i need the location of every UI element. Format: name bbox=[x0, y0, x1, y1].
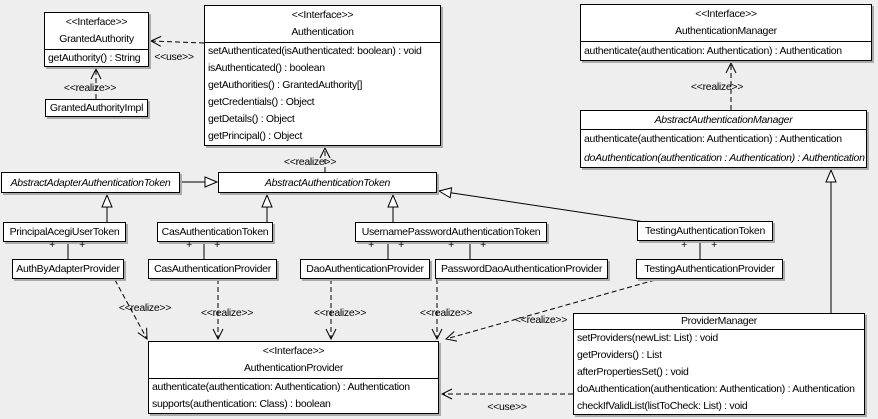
class-name: AbstractAuthenticationManager bbox=[654, 113, 793, 126]
class-name: CasAuthenticationToken bbox=[161, 226, 269, 238]
use-stereotype-label: <<use>> bbox=[154, 51, 194, 63]
generalization-testing-token-line bbox=[439, 191, 646, 223]
realize-stereotype-label: <<realize>> bbox=[63, 82, 117, 94]
class-header: ProviderManager bbox=[574, 314, 864, 330]
association-plus-label: + bbox=[368, 239, 374, 251]
class-abstract-authentication-token: AbstractAuthenticationToken bbox=[218, 172, 437, 193]
association-plus-label: + bbox=[711, 239, 717, 251]
class-name: PasswordDaoAuthenticationProvider bbox=[440, 263, 603, 275]
realize-stereotype-label: <<realize>> bbox=[690, 81, 744, 93]
class-name: PrincipalAcegiUserToken bbox=[9, 226, 120, 238]
use-authentication-granted-authority-line bbox=[151, 41, 205, 43]
stereotype-label: <<Interface>> bbox=[695, 8, 757, 20]
method: authenticate(authentication: Authenticat… bbox=[584, 133, 842, 145]
association-plus-label: + bbox=[49, 239, 55, 251]
realize-stereotype-label: <<realize>> bbox=[419, 307, 473, 319]
method: afterPropertiesSet() : void bbox=[577, 366, 689, 378]
class-granted-authority-impl: GrantedAuthorityImpl bbox=[45, 99, 148, 117]
class-name: TestingAuthenticationProvider bbox=[644, 263, 775, 275]
class-header: <<Interface>> Authentication bbox=[205, 6, 440, 43]
method: isAuthenticated() : boolean bbox=[208, 62, 325, 74]
association-plus-label: + bbox=[448, 239, 454, 251]
class-authentication-provider: <<Interface>> AuthenticationProvider aut… bbox=[148, 341, 439, 414]
class-name: AuthenticationManager bbox=[675, 25, 777, 37]
method: getDetails() : Object bbox=[208, 113, 295, 125]
class-principal-acegi-user-token: PrincipalAcegiUserToken bbox=[3, 222, 126, 242]
realize-stereotype-label: <<realize>> bbox=[514, 314, 568, 326]
use-stereotype-label: <<use>> bbox=[487, 401, 527, 413]
class-username-password-authentication-token: UsernamePasswordAuthenticationToken bbox=[355, 222, 547, 242]
method: getCredentials() : Object bbox=[208, 96, 315, 108]
class-name: AbstractAdapterAuthenticationToken bbox=[10, 176, 171, 189]
association-plus-label: + bbox=[79, 239, 85, 251]
class-testing-authentication-token: TestingAuthenticationToken bbox=[637, 221, 773, 241]
method: setProviders(newList: List) : void bbox=[577, 332, 718, 344]
realize-testing-provider-line bbox=[446, 279, 656, 339]
class-name: AbstractAuthenticationToken bbox=[264, 176, 391, 189]
association-plus-label: + bbox=[480, 239, 486, 251]
method: setAuthenticated(isAuthenticated: boolea… bbox=[208, 45, 422, 57]
realize-stereotype-label: <<realize>> bbox=[200, 307, 254, 319]
method: getPrincipal() : Object bbox=[208, 130, 303, 142]
method: authenticate(authentication: Authenticat… bbox=[152, 381, 410, 393]
association-plus-label: + bbox=[681, 239, 687, 251]
association-plus-label: + bbox=[398, 239, 404, 251]
class-name: DaoAuthenticationProvider bbox=[306, 263, 424, 275]
class-name: CasAuthenticationProvider bbox=[154, 263, 271, 275]
class-granted-authority: <<Interface>> GrantedAuthority getAuthor… bbox=[44, 12, 149, 67]
class-dao-authentication-provider: DaoAuthenticationProvider bbox=[300, 259, 430, 279]
class-auth-by-adapter-provider: AuthByAdapterProvider bbox=[12, 259, 124, 279]
class-name: AuthByAdapterProvider bbox=[16, 263, 120, 275]
method: authenticate(authentication: Authenticat… bbox=[584, 45, 842, 57]
class-name: GrantedAuthorityImpl bbox=[49, 102, 144, 114]
class-testing-authentication-provider: TestingAuthenticationProvider bbox=[636, 259, 783, 279]
method: getAuthorities() : GrantedAuthority[] bbox=[208, 79, 363, 91]
class-name: ProviderManager bbox=[680, 315, 758, 327]
class-abstract-adapter-authentication-token: AbstractAdapterAuthenticationToken bbox=[1, 172, 180, 193]
stereotype-label: <<Interface>> bbox=[291, 9, 354, 21]
class-name: GrantedAuthority bbox=[59, 33, 134, 45]
method: checkIfValidList(listToCheck: List) : vo… bbox=[577, 400, 748, 412]
stereotype-label: <<Interface>> bbox=[262, 345, 325, 357]
association-plus-label: + bbox=[214, 239, 220, 251]
realize-stereotype-label: <<realize>> bbox=[283, 156, 337, 168]
class-cas-authentication-provider: CasAuthenticationProvider bbox=[148, 259, 277, 279]
class-header: <<Interface>> AuthenticationProvider bbox=[149, 342, 438, 379]
method: supports(authentication: Class) : boolea… bbox=[152, 398, 331, 410]
class-cas-authentication-token: CasAuthenticationToken bbox=[157, 222, 273, 242]
method: getProviders() : List bbox=[577, 349, 662, 361]
class-name: TestingAuthenticationToken bbox=[644, 225, 766, 237]
association-plus-label: + bbox=[186, 239, 192, 251]
class-name: Authentication bbox=[291, 26, 354, 38]
realize-stereotype-label: <<realize>> bbox=[118, 302, 172, 314]
class-password-dao-authentication-provider: PasswordDaoAuthenticationProvider bbox=[435, 259, 608, 279]
class-provider-manager: ProviderManager setProviders(newList: Li… bbox=[573, 313, 865, 415]
class-header: <<Interface>> GrantedAuthority bbox=[45, 13, 148, 50]
class-authentication: <<Interface>> Authentication setAuthenti… bbox=[204, 5, 441, 146]
method: doAuthentication(authentication : Authen… bbox=[584, 152, 865, 164]
stereotype-label: <<Interface>> bbox=[65, 16, 128, 28]
class-authentication-manager: <<Interface>> AuthenticationManager auth… bbox=[580, 4, 872, 61]
class-header: AbstractAuthenticationManager bbox=[581, 111, 866, 130]
class-abstract-authentication-manager: AbstractAuthenticationManager authentica… bbox=[580, 110, 867, 168]
realize-stereotype-label: <<realize>> bbox=[313, 307, 367, 319]
class-name: AuthenticationProvider bbox=[243, 362, 344, 374]
realize-auth-by-adapter-line bbox=[114, 279, 147, 339]
method: doAuthentication(authentication: Authent… bbox=[577, 383, 855, 395]
method: getAuthority() : String bbox=[48, 52, 141, 64]
class-header: <<Interface>> AuthenticationManager bbox=[581, 5, 871, 42]
class-name: UsernamePasswordAuthenticationToken bbox=[361, 226, 541, 238]
